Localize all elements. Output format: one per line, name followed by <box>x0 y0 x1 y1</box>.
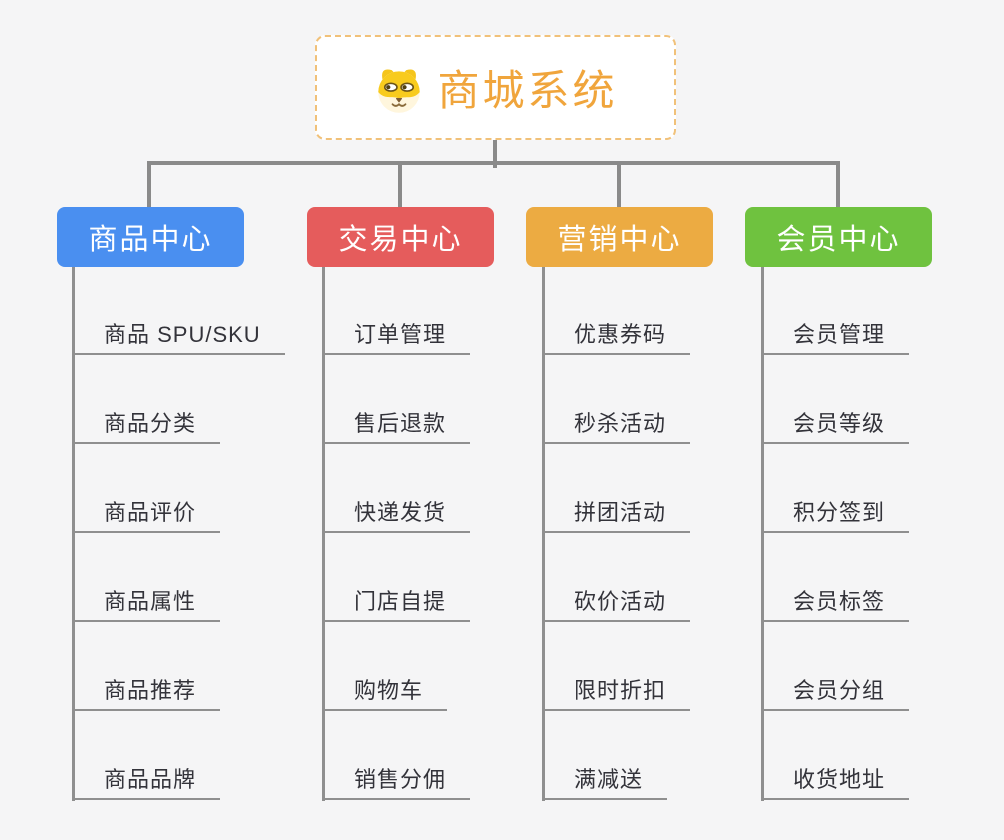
child-node[interactable]: 满减送 <box>542 766 668 800</box>
child-node[interactable]: 收货地址 <box>761 766 910 800</box>
child-node[interactable]: 限时折扣 <box>542 677 691 711</box>
child-node[interactable]: 商品分类 <box>72 410 221 444</box>
child-node[interactable]: 商品品牌 <box>72 766 221 800</box>
connector-line <box>147 161 151 208</box>
child-node[interactable]: 销售分佣 <box>322 766 471 800</box>
child-node[interactable]: 门店自提 <box>322 588 471 622</box>
connector-line <box>617 161 621 208</box>
dog-face-icon <box>373 62 425 114</box>
child-node[interactable]: 优惠券码 <box>542 321 691 355</box>
branch-trunk-line <box>542 267 545 801</box>
child-node[interactable]: 会员管理 <box>761 321 910 355</box>
connector-line <box>398 161 402 208</box>
root-node-title: 商城系统 <box>437 67 618 114</box>
branch-trunk-line <box>72 267 75 801</box>
child-node[interactable]: 砍价活动 <box>542 588 691 622</box>
child-node[interactable]: 订单管理 <box>322 321 471 355</box>
child-node[interactable]: 商品评价 <box>72 499 221 533</box>
child-node[interactable]: 秒杀活动 <box>542 410 691 444</box>
child-node[interactable]: 商品属性 <box>72 588 221 622</box>
child-node[interactable]: 会员分组 <box>761 677 910 711</box>
child-node[interactable]: 购物车 <box>322 677 448 711</box>
root-node[interactable]: 商城系统 <box>315 35 676 140</box>
branch-node-marketing[interactable]: 营销中心 <box>526 207 713 267</box>
child-node[interactable]: 快递发货 <box>322 499 471 533</box>
branch-node-member[interactable]: 会员中心 <box>745 207 932 267</box>
child-node[interactable]: 售后退款 <box>322 410 471 444</box>
branch-trunk-line <box>761 267 764 801</box>
child-node[interactable]: 会员等级 <box>761 410 910 444</box>
connector-line <box>493 139 497 168</box>
child-node[interactable]: 积分签到 <box>761 499 910 533</box>
branch-node-trade[interactable]: 交易中心 <box>307 207 494 267</box>
child-node[interactable]: 拼团活动 <box>542 499 691 533</box>
child-node[interactable]: 商品 SPU/SKU <box>72 321 285 355</box>
branch-trunk-line <box>322 267 325 801</box>
connector-line <box>836 161 840 208</box>
child-node[interactable]: 会员标签 <box>761 588 910 622</box>
child-node[interactable]: 商品推荐 <box>72 677 221 711</box>
connector-line <box>147 161 840 165</box>
branch-node-product[interactable]: 商品中心 <box>57 207 244 267</box>
